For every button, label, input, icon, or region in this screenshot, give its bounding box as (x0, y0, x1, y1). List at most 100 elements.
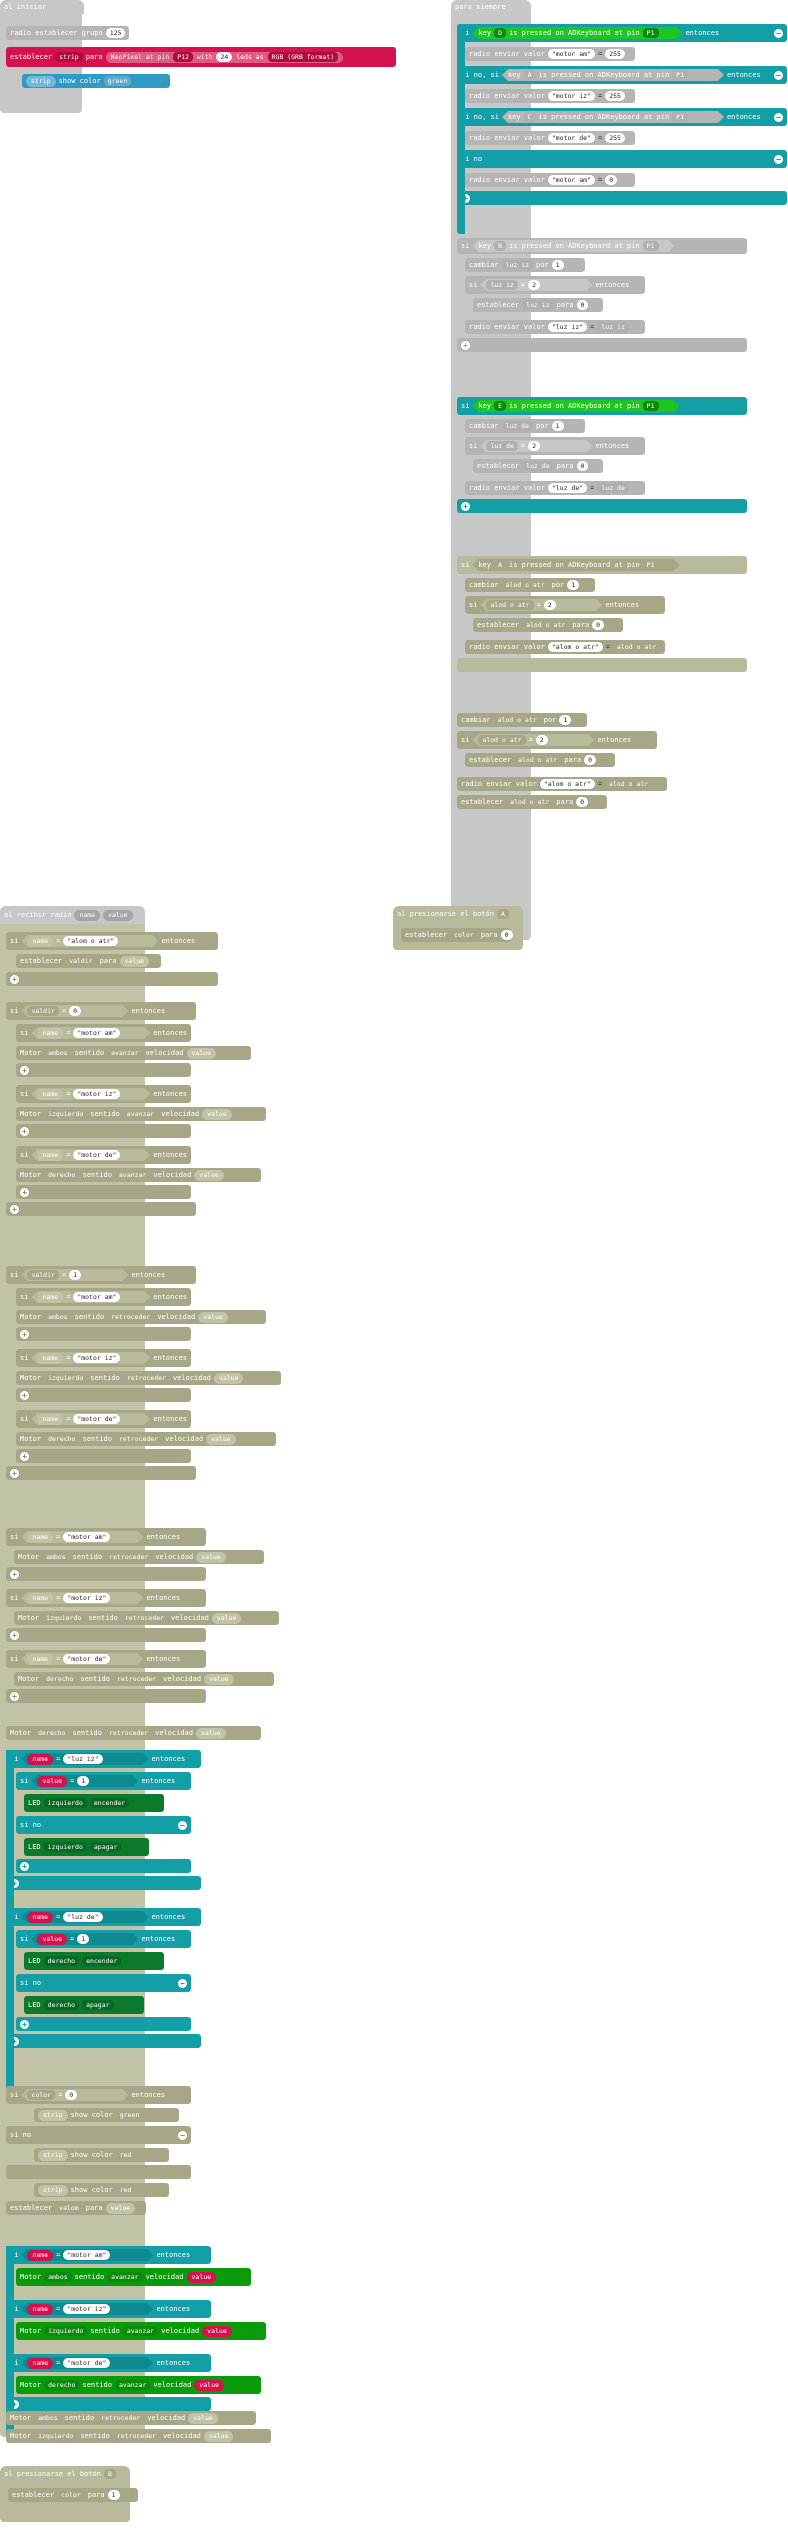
radio-send-value-block[interactable]: radio enviar valor "alom o atr" = alod o… (465, 640, 665, 654)
if-block[interactable]: si name = "motor de" entonces (6, 2354, 211, 2372)
if-block[interactable]: si valdir = 0 entonces (6, 1002, 196, 1020)
motor-block[interactable]: Motor derecho sentido avanzar velocidad … (16, 1168, 261, 1182)
if-block[interactable]: si name = "motor am" entonces (6, 2246, 211, 2264)
set-variable-block[interactable]: establecer valdir para value (16, 954, 161, 968)
neopixel-config-reporter[interactable]: NeoPixel at pin P12 with 24 leds as RGB … (105, 51, 344, 63)
radio-send-value-block[interactable]: radio enviar valor "motor am" = 0 (465, 173, 635, 187)
add-icon[interactable]: + (10, 1630, 19, 1640)
motor-block[interactable]: Motor izquierdo sentido avanzar velocida… (16, 2322, 266, 2340)
if-block[interactable]: si name = "motor am" entonces (16, 1288, 191, 1306)
if-block[interactable]: si name = "motor de" entonces (6, 1650, 206, 1668)
led-block[interactable]: LED derecho apagar (24, 1996, 144, 2014)
change-block[interactable]: cambiar alod o atr por 1 (465, 578, 595, 592)
remove-icon[interactable]: − (774, 28, 783, 38)
add-icon[interactable]: + (20, 1329, 29, 1339)
strip-reporter[interactable]: strip (26, 75, 56, 87)
radio-send-value-block[interactable]: radio enviar valor "luz iz" = luz iz (465, 320, 645, 334)
forever-hat[interactable]: para siempre (455, 3, 506, 11)
motor-block[interactable]: Motor derecho sentido retroceder velocid… (14, 1672, 274, 1686)
motor-block[interactable]: Motor ambos sentido retroceder velocidad… (6, 2411, 256, 2425)
elseif-key-a-block[interactable]: si no, si key A is pressed on ADKeyboard… (457, 66, 787, 84)
remove-icon[interactable]: − (178, 1820, 187, 1830)
motor-block[interactable]: Motor ambos sentido retroceder velocidad… (16, 1310, 266, 1324)
if-block[interactable]: si name = "alom o atr" entonces (6, 932, 218, 950)
key-pressed-condition[interactable]: key D is pressed on ADKeyboard at pin P1 (472, 27, 682, 39)
add-icon[interactable]: + (10, 2036, 19, 2046)
key-pressed-condition[interactable]: key B is pressed on ADKeyboard at pin P1 (472, 240, 674, 252)
motor-block[interactable]: Motor izquierdo sentido retroceder veloc… (6, 2429, 271, 2443)
pin-dropdown[interactable]: P12 (173, 52, 193, 62)
add-icon[interactable]: + (10, 1569, 19, 1579)
if-block[interactable]: si name = "motor de" entonces (16, 1146, 191, 1164)
radio-send-value-block[interactable]: radio enviar valor "motor de" = 255 (465, 131, 635, 145)
key-pressed-condition[interactable]: key A is pressed on ADKeyboard at pin P1 (472, 559, 679, 571)
on-button-b-block[interactable]: al presionarse el botón B establecer col… (0, 2466, 138, 2522)
if-block[interactable]: si alod o atr = 2 entonces (465, 596, 665, 614)
set-variable-block[interactable]: establecer color para 0 (401, 928, 513, 942)
motor-block[interactable]: Motor ambos sentido retroceder velocidad… (14, 1550, 264, 1564)
radio-send-value-block[interactable]: radio enviar valor "luz de" = luz de (465, 481, 645, 495)
key-pressed-condition[interactable]: key A is pressed on ADKeyboard at pin P1 (502, 69, 724, 81)
key-dropdown[interactable]: D (494, 28, 506, 38)
change-block[interactable]: cambiar luz de por 1 (465, 419, 585, 433)
radio-send-value-block[interactable]: radio enviar valor "motor am" = 255 (465, 47, 635, 61)
add-icon[interactable]: + (461, 340, 470, 350)
if-block[interactable]: si name = "motor de" entonces (16, 1410, 191, 1428)
add-icon[interactable]: + (20, 1451, 29, 1461)
mode-dropdown[interactable]: RGB (GRB format) (267, 52, 339, 62)
radio-group-input[interactable]: 125 (105, 28, 126, 38)
set-variable-block[interactable]: establecer luz de para 0 (473, 459, 603, 473)
radio-set-group-block[interactable]: radio establecer grupo 125 (6, 26, 129, 40)
else-block[interactable]: si no − (16, 1816, 191, 1834)
on-button-a-block[interactable]: al presionarse el botón A establecer col… (393, 906, 523, 950)
if-block[interactable]: si luz iz = 2 entonces (465, 276, 645, 294)
set-variable-block[interactable]: establecer alod o atr para 0 (457, 795, 607, 809)
else-block[interactable]: si no − (16, 1974, 191, 1992)
add-icon[interactable]: + (10, 2399, 19, 2409)
add-icon[interactable]: + (10, 974, 19, 984)
motor-block[interactable]: Motor izquierdo sentido retroceder veloc… (14, 1611, 279, 1625)
if-key-a-block[interactable]: si key A is pressed on ADKeyboard at pin… (457, 556, 747, 574)
motor-block[interactable]: Motor ambos sentido avanzar velocidad va… (16, 1046, 251, 1060)
if-block[interactable]: si valdir = 1 entonces (6, 1266, 196, 1284)
add-icon[interactable]: + (20, 1187, 29, 1197)
remove-icon[interactable]: − (774, 70, 783, 80)
add-icon[interactable]: + (10, 1691, 19, 1701)
if-block[interactable]: si name = "motor iz" entonces (6, 1589, 206, 1607)
show-color-block[interactable]: strip show color green (34, 2108, 179, 2122)
button-dropdown[interactable]: B (103, 2469, 116, 2479)
remove-icon[interactable]: − (178, 1978, 187, 1988)
motor-block[interactable]: Motor ambos sentido avanzar velocidad va… (16, 2268, 251, 2286)
color-dropdown[interactable]: green (103, 76, 132, 86)
if-block[interactable]: si value = 1 entonces (16, 1772, 191, 1790)
if-color-block[interactable]: si color = 0 entonces (6, 2086, 191, 2104)
add-icon[interactable]: + (20, 2019, 29, 2029)
button-dropdown[interactable]: A (496, 909, 509, 919)
else-block[interactable]: si no − (457, 150, 787, 168)
show-color-block[interactable]: strip show color red (34, 2148, 169, 2162)
remove-icon[interactable]: − (774, 112, 783, 122)
add-icon[interactable]: + (10, 1204, 19, 1214)
if-luz-iz-block[interactable]: si name = "luz iz" entonces (6, 1750, 201, 1768)
add-icon[interactable]: + (20, 1861, 29, 1871)
key-pressed-condition[interactable]: key C is pressed on ADKeyboard at pin P1 (502, 111, 724, 123)
add-icon[interactable]: + (20, 1126, 29, 1136)
remove-icon[interactable]: − (178, 2130, 187, 2140)
if-block[interactable]: si name = "motor iz" entonces (16, 1085, 191, 1103)
led-block[interactable]: LED izquierdo apagar (24, 1838, 149, 1856)
on-button-hat[interactable]: al presionarse el botón A (393, 906, 523, 922)
set-variable-block[interactable]: establecer alod o atr para 0 (465, 753, 615, 767)
remove-icon[interactable]: − (774, 154, 783, 164)
set-variable-block[interactable]: establecer color para 1 (8, 2488, 138, 2502)
if-luz-de-block[interactable]: si name = "luz de" entonces (6, 1908, 201, 1926)
add-icon[interactable]: + (20, 1390, 29, 1400)
radio-send-value-block[interactable]: radio enviar valor "alom o atr" = alod o… (457, 777, 667, 791)
if-block[interactable]: si value = 1 entonces (16, 1930, 191, 1948)
if-block[interactable]: si name = "motor am" entonces (6, 1528, 206, 1546)
set-variable-block[interactable]: establecer valom para value (6, 2201, 146, 2215)
add-icon[interactable]: + (10, 1468, 19, 1478)
change-block[interactable]: cambiar alod o atr por 1 (457, 713, 587, 727)
pin-dropdown[interactable]: P1 (643, 28, 659, 38)
on-radio-hat[interactable]: al recibir radio name value (0, 906, 145, 924)
if-key-b-block[interactable]: si key B is pressed on ADKeyboard at pin… (457, 238, 747, 254)
